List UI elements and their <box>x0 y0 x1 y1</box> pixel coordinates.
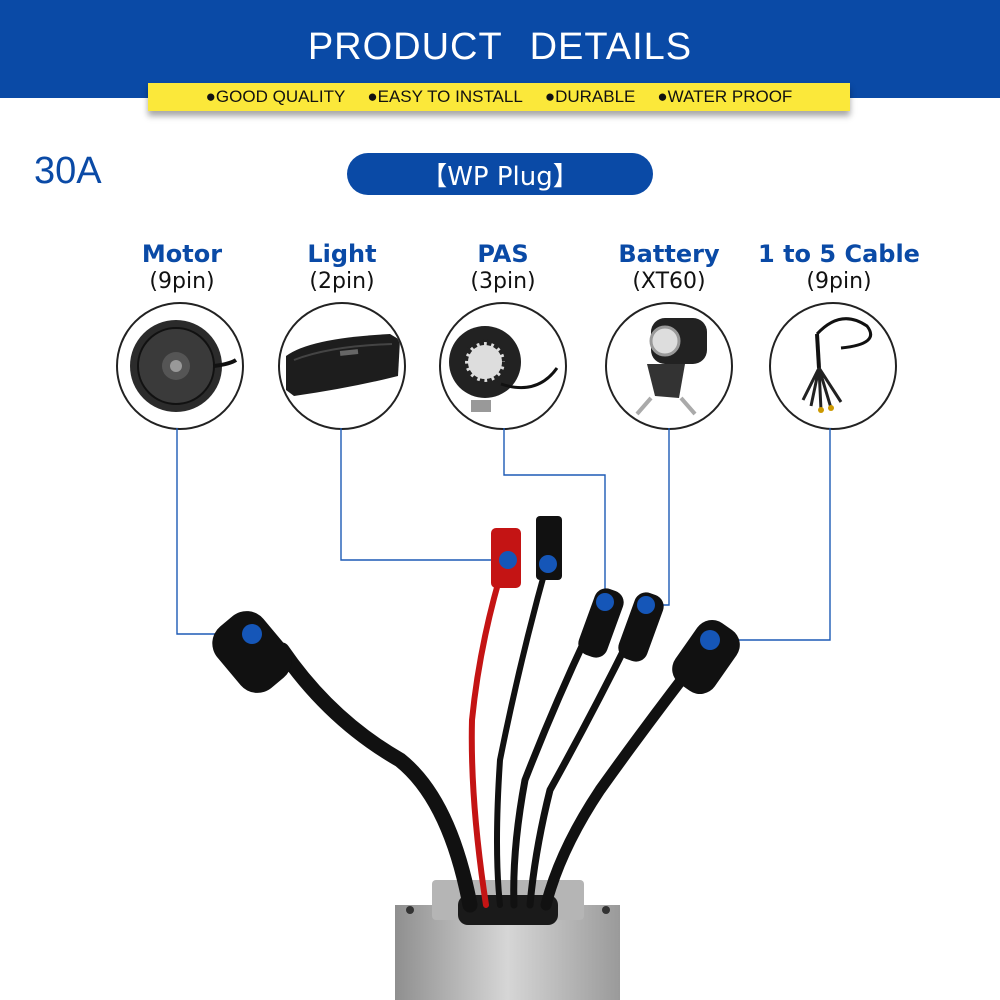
port-name: PAS <box>477 240 529 268</box>
port-name: Motor <box>141 240 223 268</box>
port-name: Battery <box>618 240 720 268</box>
port-spec: (3pin) <box>470 269 536 294</box>
page-title: PRODUCT DETAILS <box>307 26 693 68</box>
header-banner: PRODUCT DETAILS <box>0 0 1000 98</box>
port-cable: 1 to 5 Cable (9pin) <box>754 240 924 296</box>
port-name: 1 to 5 Cable <box>758 240 920 268</box>
motor-connector <box>212 611 292 693</box>
cable-connector <box>672 619 740 695</box>
port-spec: (2pin) <box>309 269 375 294</box>
feature-waterproof: ●WATER PROOF <box>657 87 793 106</box>
port-motor: Motor (9pin) <box>97 240 267 296</box>
feature-quality: ●GOOD QUALITY <box>205 87 346 106</box>
plug-type-badge: 【WP Plug】 <box>347 153 653 195</box>
port-pas: PAS (3pin) <box>418 240 588 296</box>
feature-strip: ●GOOD QUALITY ●EASY TO INSTALL ●DURABLE … <box>148 83 850 111</box>
feature-install: ●EASY TO INSTALL <box>367 87 523 106</box>
pas-sensor-icon <box>439 302 567 430</box>
port-spec: (9pin) <box>149 269 215 294</box>
battery-pack-icon <box>278 302 406 430</box>
hub-motor-icon <box>116 302 244 430</box>
headlight-icon <box>605 302 733 430</box>
port-light: Light (2pin) <box>257 240 427 296</box>
splitter-cable-icon <box>769 302 897 430</box>
port-name: Light <box>307 240 377 268</box>
port-spec: (9pin) <box>806 269 872 294</box>
controller-box <box>395 880 620 1000</box>
current-rating: 30A <box>34 150 102 192</box>
feature-durable: ●DURABLE <box>544 87 636 106</box>
port-battery: Battery (XT60) <box>584 240 754 296</box>
cables <box>274 557 712 913</box>
port-spec: (XT60) <box>632 269 706 294</box>
connection-markers <box>242 551 720 650</box>
